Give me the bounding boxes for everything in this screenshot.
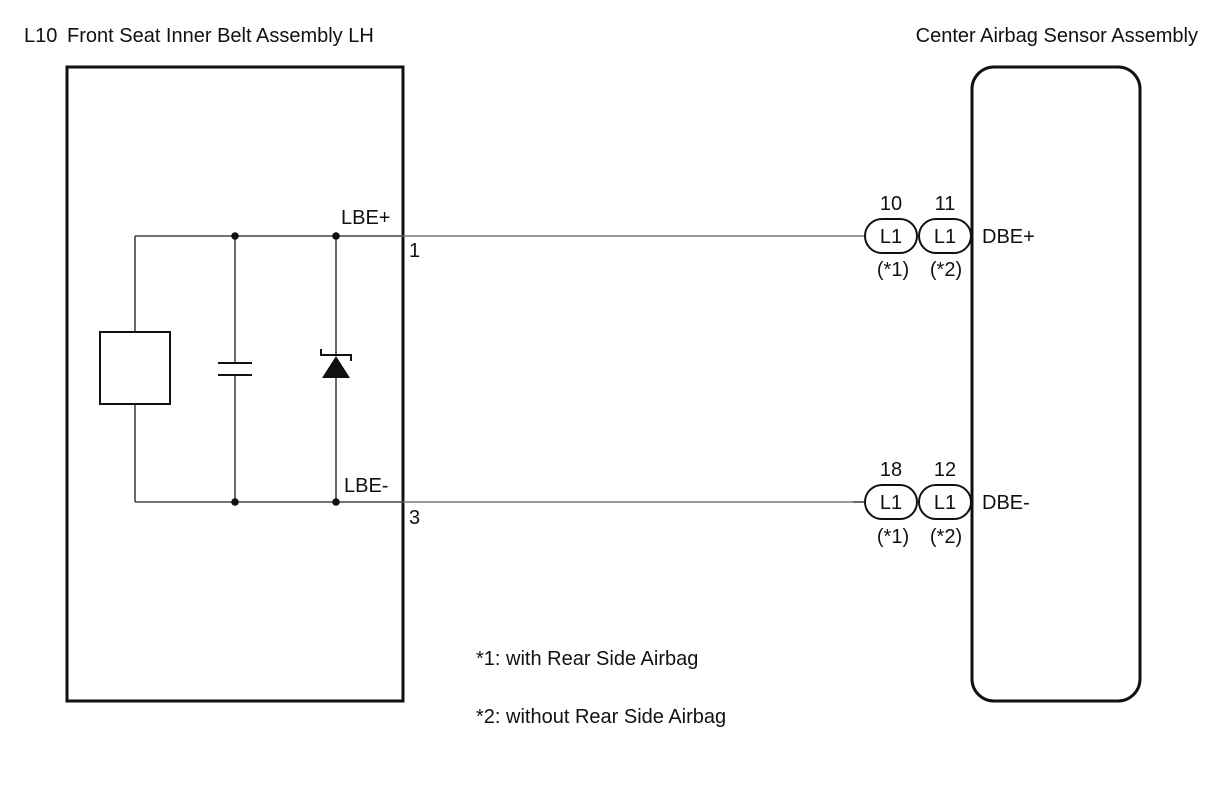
variant-note-2: (*2) <box>930 259 962 281</box>
squib-element <box>99 331 171 405</box>
connector-l1-pin10 <box>864 218 918 254</box>
terminal-lbe-plus: LBE+ <box>341 207 390 229</box>
right-component-box <box>970 65 1142 703</box>
variant-note-2: (*2) <box>930 526 962 548</box>
terminal-lbe-minus: LBE- <box>344 475 388 497</box>
variant-note-1: (*1) <box>877 526 909 548</box>
left-component-name: Front Seat Inner Belt Assembly LH <box>67 25 374 47</box>
pin-number-1: 1 <box>409 240 420 262</box>
connector-group-dbe-minus: 18 12 L1 L1 (*1) (*2) <box>853 459 972 548</box>
connector-label: L1 <box>934 492 956 514</box>
left-component-box <box>65 65 405 703</box>
connector-l1-pin18 <box>864 484 918 520</box>
terminal-dbe-minus: DBE- <box>982 492 1030 514</box>
pin-number-3: 3 <box>409 507 420 529</box>
pin-number-12: 12 <box>934 459 956 481</box>
connector-l1-pin12 <box>918 484 972 520</box>
connector-label: L1 <box>880 492 902 514</box>
pin-number-10: 10 <box>880 193 902 215</box>
pin-number-11: 11 <box>935 193 956 215</box>
pin-number-18: 18 <box>880 459 902 481</box>
connector-group-dbe-plus: 10 11 L1 L1 (*1) (*2) <box>864 193 972 281</box>
left-component-code: L10 <box>24 25 57 47</box>
connector-l1-pin11 <box>918 218 972 254</box>
connector-label: L1 <box>934 226 956 248</box>
connector-label: L1 <box>880 226 902 248</box>
variant-note-1: (*1) <box>877 259 909 281</box>
right-component-name: Center Airbag Sensor Assembly <box>916 25 1198 47</box>
footnote-1: *1: with Rear Side Airbag <box>476 648 698 670</box>
zener-bar <box>320 349 352 361</box>
belt-internal-circuit <box>99 232 403 506</box>
zener-diode-icon <box>322 356 350 378</box>
footnote-2: *2: without Rear Side Airbag <box>476 706 726 728</box>
terminal-dbe-plus: DBE+ <box>982 226 1035 248</box>
